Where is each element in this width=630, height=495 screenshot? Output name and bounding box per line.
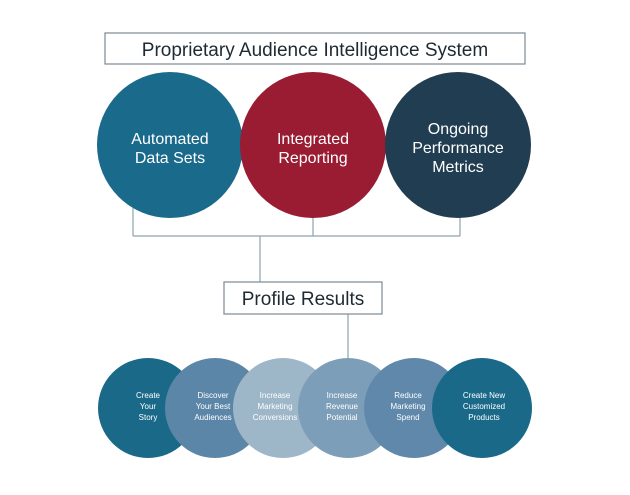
result-label-3: Audiences (194, 413, 231, 422)
result-label-3: Products (468, 413, 500, 422)
result-label-3: Story (139, 413, 158, 422)
result-label-2: Marketing (257, 402, 292, 411)
top-circle-label-2: Reporting (278, 150, 347, 167)
top-circle-ongoing-performance-metrics: Ongoing Performance Metrics (385, 72, 531, 218)
top-circle-automated-data-sets: Automated Data Sets (97, 72, 243, 218)
top-circle-bg (240, 72, 386, 218)
top-circle-bg (97, 72, 243, 218)
result-label-1: Create New (463, 391, 505, 400)
result-label-3: Spend (396, 413, 419, 422)
result-label-2: Marketing (390, 402, 425, 411)
result-label-2: Customized (463, 402, 505, 411)
profile-results-text: Profile Results (242, 289, 365, 310)
title-box (104, 32, 526, 65)
result-label-1: Reduce (394, 391, 422, 400)
result-circle-bg (432, 358, 532, 458)
result-label-3: Conversions (253, 413, 297, 422)
top-circle-label-2: Performance (412, 140, 504, 157)
result-label-1: Discover (197, 391, 228, 400)
result-label-2: Your (140, 402, 157, 411)
top-circle-bg (385, 72, 531, 218)
profile-results-box (223, 281, 383, 315)
top-circle-label-1: Automated (131, 131, 208, 148)
result-label-1: Create (136, 391, 161, 400)
top-circle-label-3: Metrics (432, 159, 484, 176)
top-circle-label-1: Ongoing (428, 121, 489, 138)
top-circle-label-1: Integrated (277, 131, 349, 148)
title-text: Proprietary Audience Intelligence System (142, 40, 488, 61)
top-circle-integrated-reporting: Integrated Reporting (240, 72, 386, 218)
result-label-1: Increase (260, 391, 291, 400)
result-label-3: Potential (326, 413, 357, 422)
top-circle-label-2: Data Sets (135, 150, 205, 167)
result-label-2: Your Best (196, 402, 231, 411)
result-label-1: Increase (327, 391, 358, 400)
result-circle-create-products: Create New Customized Products (432, 358, 532, 458)
result-label-2: Revenue (326, 402, 359, 411)
